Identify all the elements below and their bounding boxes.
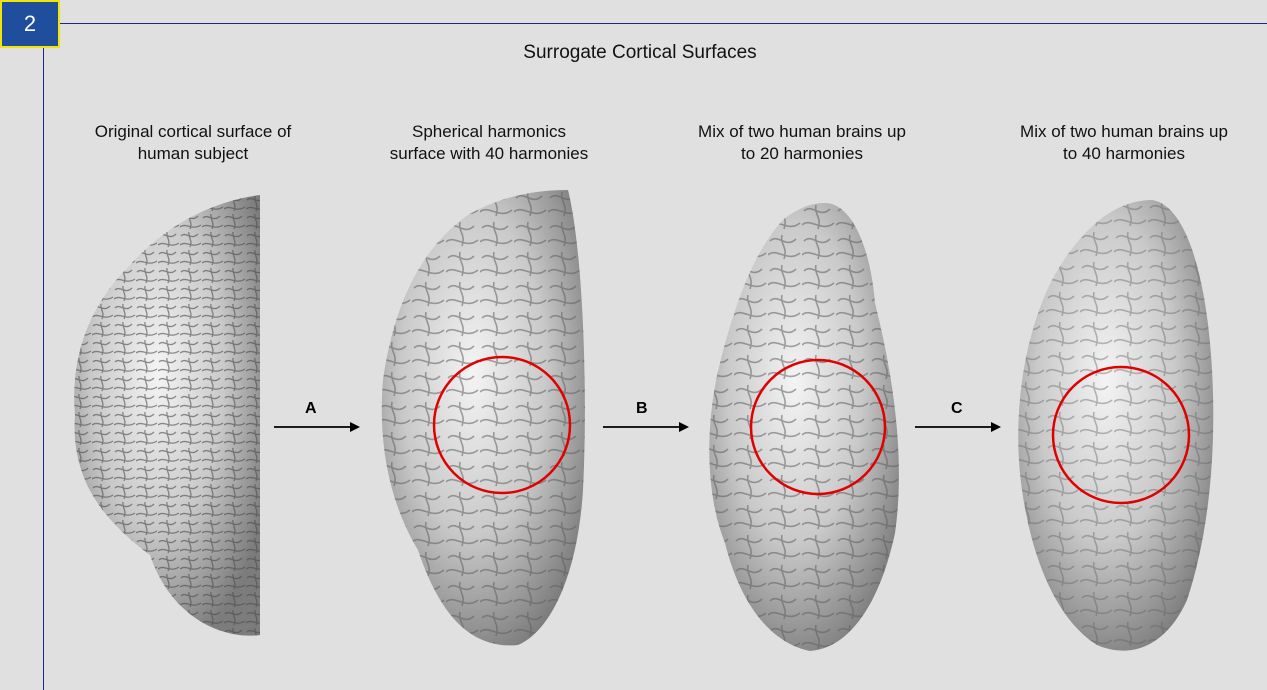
- arrow-label-a: A: [305, 400, 317, 418]
- brain-spherical-harmonics-40: [378, 190, 588, 650]
- panel-caption-3: Mix of two human brains up to 20 harmoni…: [682, 121, 922, 165]
- caption-line: Spherical harmonics: [369, 121, 609, 143]
- panel-caption-1: Original cortical surface of human subje…: [73, 121, 313, 165]
- arrow-c-icon: [915, 420, 1001, 434]
- caption-line: to 40 harmonies: [1004, 143, 1244, 165]
- caption-line: Mix of two human brains up: [1004, 121, 1244, 143]
- brain-mix-40-harmonies: [1012, 200, 1222, 660]
- caption-line: human subject: [73, 143, 313, 165]
- caption-line: to 20 harmonies: [682, 143, 922, 165]
- frame-left-rule: [43, 48, 44, 690]
- arrow-label-c: C: [951, 400, 963, 418]
- brain-mix-20-harmonies: [700, 203, 910, 653]
- panel-caption-4: Mix of two human brains up to 40 harmoni…: [1004, 121, 1244, 165]
- panel-caption-2: Spherical harmonics surface with 40 harm…: [369, 121, 609, 165]
- figure-title: Surrogate Cortical Surfaces: [440, 42, 840, 64]
- slide-number-badge: 2: [0, 0, 60, 48]
- arrow-b-icon: [603, 420, 689, 434]
- caption-line: Mix of two human brains up: [682, 121, 922, 143]
- caption-line: surface with 40 harmonies: [369, 143, 609, 165]
- frame-top-rule: [60, 23, 1267, 24]
- arrow-a-icon: [274, 420, 360, 434]
- caption-line: Original cortical surface of: [73, 121, 313, 143]
- arrow-label-b: B: [636, 400, 648, 418]
- brain-original-surface: [70, 195, 270, 645]
